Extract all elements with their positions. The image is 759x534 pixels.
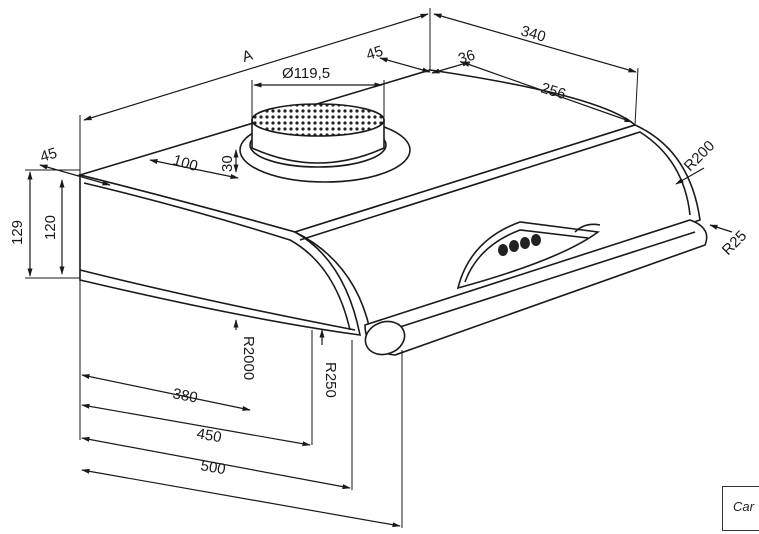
dimension-lines <box>25 8 733 528</box>
label-340: 340 <box>519 23 548 46</box>
label-450: 450 <box>195 425 223 446</box>
label-100: 100 <box>171 152 200 176</box>
title-block: Car <box>722 486 759 531</box>
label-256: 256 <box>539 80 568 104</box>
label-45-rear: 45 <box>364 43 385 64</box>
hood-side-panel <box>292 124 701 332</box>
label-duct-diameter: Ø119,5 <box>282 65 330 82</box>
label-r200: R200 <box>681 137 718 174</box>
hood-body <box>76 69 708 356</box>
hood-front-panel <box>79 173 362 336</box>
label-129: 129 <box>9 220 26 245</box>
label-r250: R250 <box>322 362 339 398</box>
control-buttons <box>498 234 541 256</box>
label-r25: R25 <box>719 227 750 258</box>
label-r2000: R2000 <box>240 336 257 380</box>
label-120: 120 <box>42 215 59 240</box>
label-30: 30 <box>219 155 236 172</box>
label-500: 500 <box>199 457 227 478</box>
control-panel <box>456 221 601 290</box>
title-block-label: Car <box>733 499 754 514</box>
label-380: 380 <box>171 385 199 406</box>
label-36: 36 <box>456 47 477 68</box>
label-45-side: 45 <box>38 145 59 166</box>
label-a: A <box>240 47 255 66</box>
